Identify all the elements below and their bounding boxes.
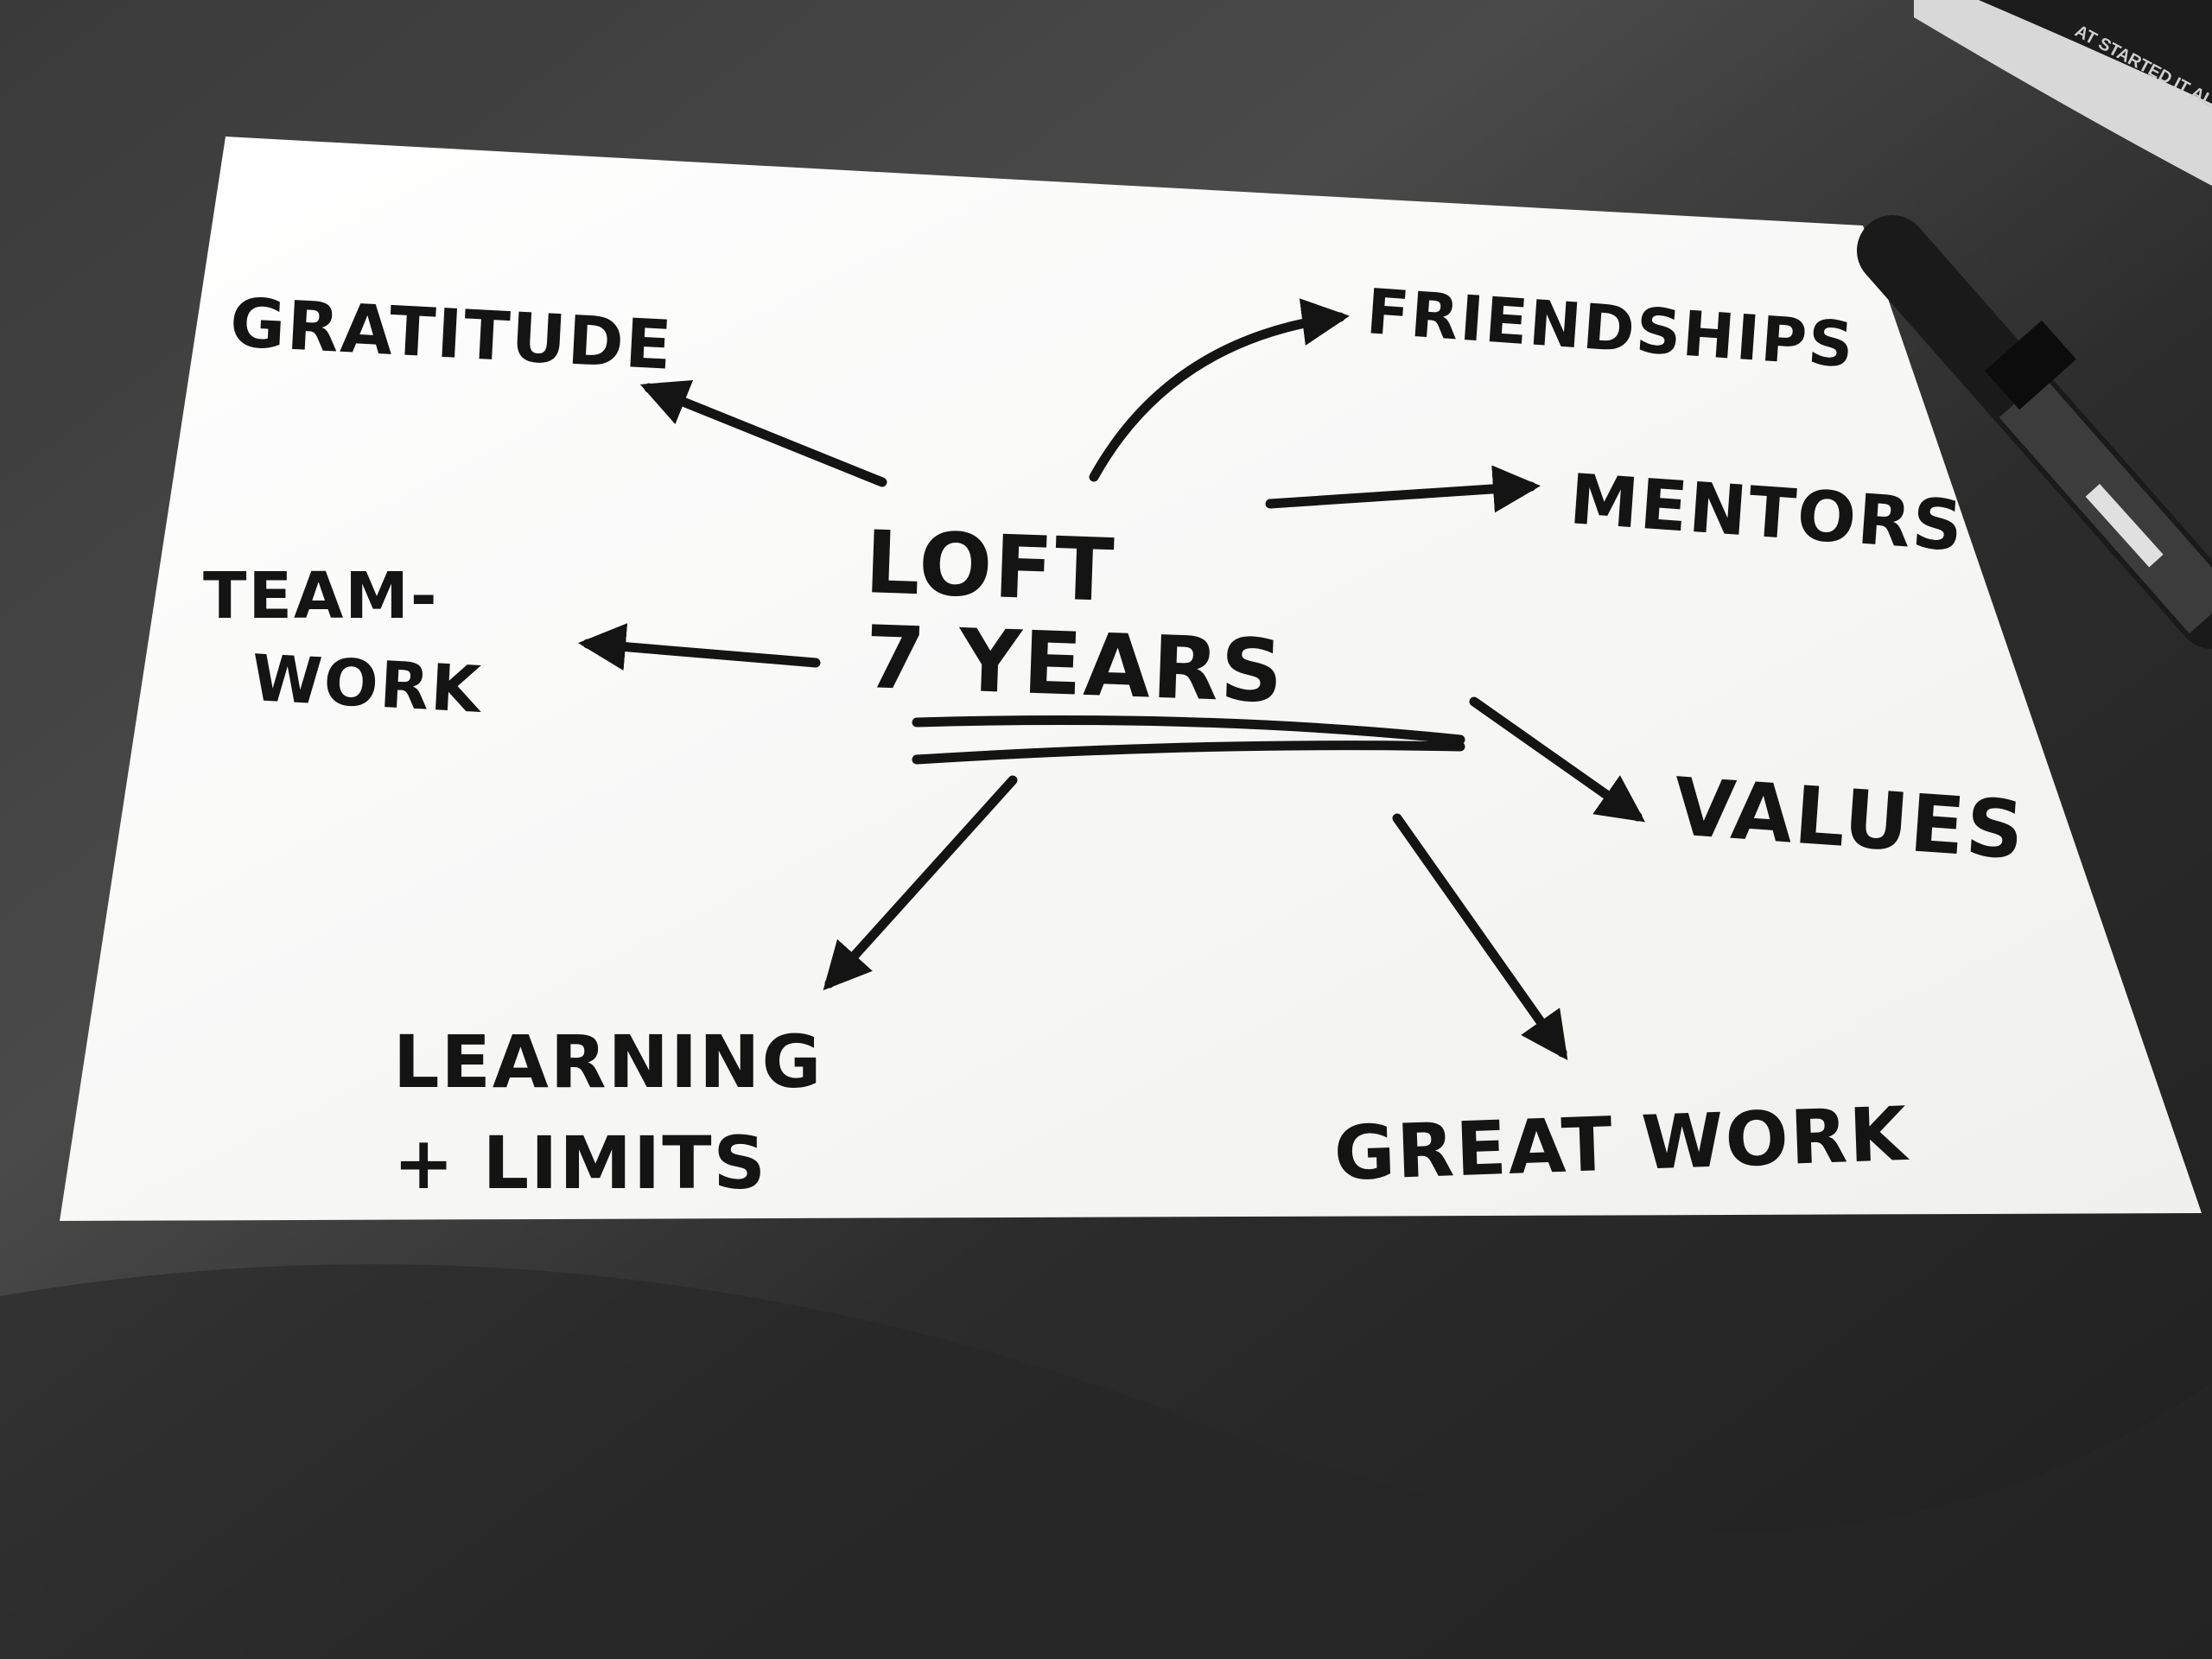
label-teamwork-line1: TEAM-	[203, 559, 439, 633]
arrow-teamwork	[578, 623, 821, 671]
arrow-mentors	[1265, 465, 1541, 513]
center-underline-2	[912, 741, 1465, 765]
leather-highlight	[0, 1264, 2212, 1659]
center-title-line2: 7 YEARS	[863, 607, 1286, 722]
arrow-values	[1469, 696, 1645, 823]
marker-pen-icon	[1857, 215, 2212, 649]
arrow-great-work	[1392, 813, 1568, 1060]
label-learning-line2: + LIMITS	[393, 1121, 767, 1205]
arrow-learning	[823, 775, 1018, 991]
center-underline-1	[912, 715, 1465, 745]
label-learning-line1: LEARNING	[393, 1020, 823, 1104]
arrow-friendships	[1089, 298, 1350, 482]
center-title-line1: LOFT	[863, 512, 1117, 621]
paper-sheet	[60, 137, 2202, 1221]
label-teamwork-line2: WORK	[250, 641, 485, 728]
arrow-gratitude	[639, 379, 887, 487]
label-great-work: GREAT WORK	[1332, 1091, 1910, 1198]
magazine: AT STARTED IT ALL	[1914, 0, 2212, 186]
connector-arrows	[578, 298, 1645, 1060]
